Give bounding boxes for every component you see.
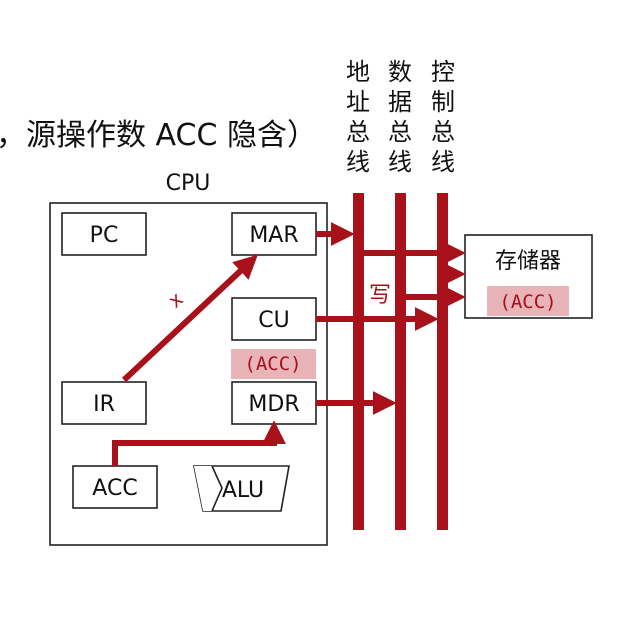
alu-label: ALU	[222, 478, 264, 503]
pc-register: PC	[61, 212, 147, 256]
data-bus-label: 数 据 总 线	[388, 58, 412, 176]
memory-title: 存储器	[495, 249, 561, 274]
control-bus-char: 制	[431, 88, 455, 116]
address-bus	[353, 193, 364, 530]
cu-unit: CU	[231, 297, 317, 341]
acc-highlight: (ACC)	[231, 349, 316, 379]
data-bus-char: 总	[388, 118, 412, 146]
address-bus-char: 地	[346, 58, 370, 86]
control-bus	[437, 193, 448, 530]
ir-register: IR	[61, 381, 147, 425]
ir-label: IR	[93, 392, 115, 417]
data-bus	[395, 193, 406, 530]
data-bus-char: 线	[388, 148, 412, 176]
cpu-label: CPU	[166, 171, 211, 196]
mar-register: MAR	[231, 212, 317, 256]
control-bus-char: 控	[431, 58, 455, 86]
mar-label: MAR	[249, 223, 298, 248]
memory-highlight	[487, 286, 569, 316]
address-bus-char: 线	[346, 148, 370, 176]
control-bus-char: 总	[431, 118, 455, 146]
address-bus-label: 地 址 总 线	[346, 58, 370, 176]
ir-to-mar-arrow	[121, 254, 258, 383]
address-bus-char: 址	[346, 88, 370, 116]
acc-label: ACC	[92, 476, 137, 501]
control-bus-label: 控 制 总 线	[431, 58, 455, 176]
write-label: 写	[369, 283, 391, 308]
cu-label: CU	[258, 308, 289, 333]
data-bus-char: 数	[388, 58, 412, 86]
control-bus-char: 线	[431, 148, 455, 176]
caption: ，源操作数 ACC 隐含）	[0, 118, 317, 153]
memory-content: (ACC)	[499, 291, 556, 313]
pc-label: PC	[90, 223, 119, 248]
mdr-label: MDR	[248, 392, 299, 417]
memory-block: 存储器 (ACC)	[464, 234, 593, 319]
acc-highlight-text: (ACC)	[244, 353, 301, 375]
address-bus-char: 总	[346, 118, 370, 146]
alu-unit: ALU	[193, 465, 290, 512]
acc-register: ACC	[72, 465, 158, 509]
data-bus-char: 据	[388, 88, 412, 116]
mdr-register: MDR	[231, 381, 317, 425]
acc-to-mdr-arrow	[112, 420, 286, 466]
